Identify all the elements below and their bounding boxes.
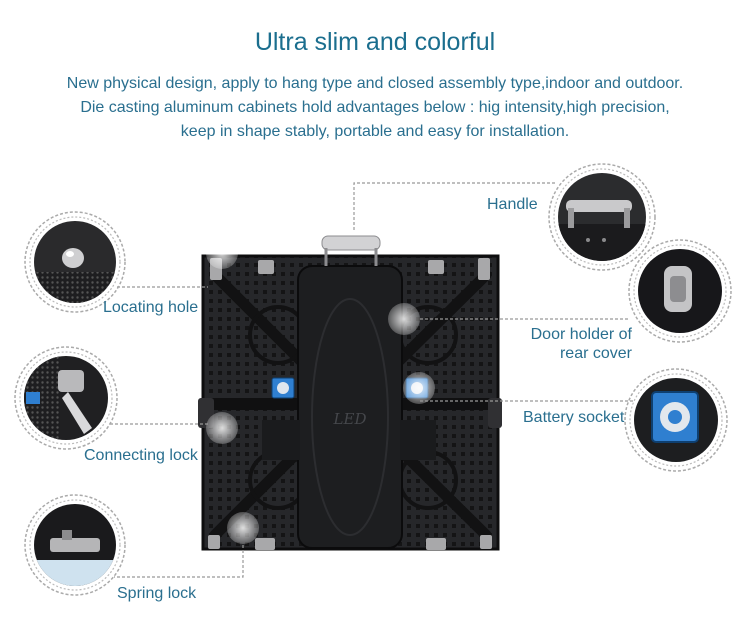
- label-spring-lock: Spring lock: [117, 585, 197, 602]
- detail-connecting-lock: [14, 346, 118, 450]
- label-door-holder-line2: rear cover: [559, 345, 632, 362]
- label-handle: Handle: [487, 196, 538, 213]
- leader-lines: [110, 182, 634, 578]
- page-title: Ultra slim and colorful: [254, 28, 496, 56]
- label-connecting-lock: Connecting lock: [84, 447, 198, 464]
- description-line-1: New physical design, apply to hang type …: [66, 75, 684, 92]
- label-locating-hole: Locating hole: [103, 299, 199, 316]
- detail-spring-lock: [24, 494, 126, 596]
- detail-battery-socket: [624, 368, 728, 472]
- detail-door-holder: [628, 239, 732, 343]
- led-cabinet: LED: [198, 235, 502, 551]
- label-door-holder-line1: Door holder of: [530, 326, 632, 343]
- label-door-holder: Door holder of rear cover: [520, 325, 632, 363]
- led-logo: LED: [333, 410, 367, 428]
- label-battery-socket: Battery socket: [523, 409, 625, 426]
- detail-handle: [548, 163, 656, 271]
- detail-locating-hole: [24, 211, 126, 313]
- description-line-3: keep in shape stably, portable and easy …: [180, 123, 570, 140]
- description-line-2: Die casting aluminum cabinets hold advan…: [80, 99, 670, 116]
